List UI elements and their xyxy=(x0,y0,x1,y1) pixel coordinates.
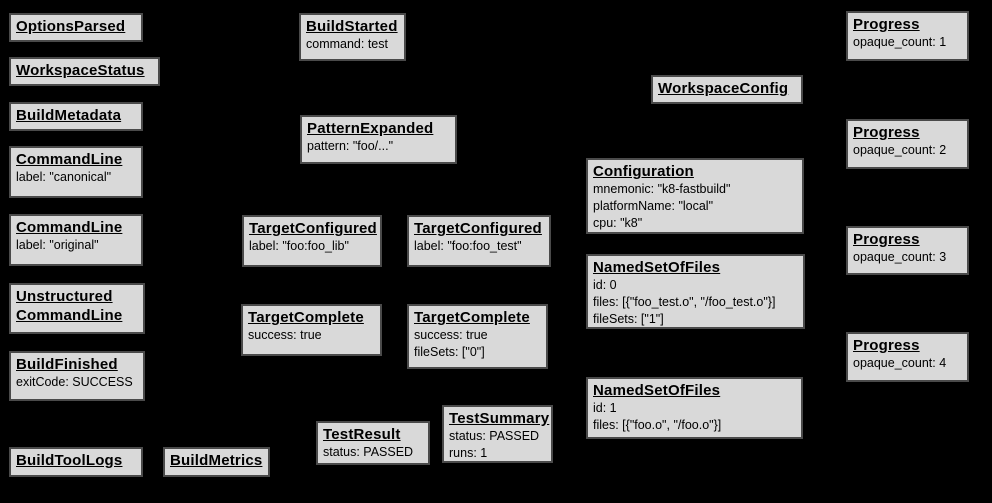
event-box-title: NamedSetOfFiles xyxy=(593,259,721,276)
event-box-field: id: 0 xyxy=(593,278,617,292)
event-box-targetcomplete-2: TargetComplete success: true fileSets: ["… xyxy=(407,304,548,369)
event-box-progress-2: Progress opaque_count: 2 xyxy=(846,119,969,169)
event-box-configuration: Configuration mnemonic: "k8-fastbuild" pl… xyxy=(586,158,804,234)
event-box-field: id: 1 xyxy=(593,401,617,415)
event-box-field: files: [{"foo_test.o", "/foo_test.o"}] xyxy=(593,295,776,309)
event-box-field: files: [{"foo.o", "/foo.o"}] xyxy=(593,418,722,432)
event-box-title: WorkspaceStatus xyxy=(16,62,145,79)
event-box-testsummary: TestSummary status: PASSED runs: 1 xyxy=(442,405,553,463)
event-box-title: BuildToolLogs xyxy=(16,452,123,469)
event-box-field: fileSets: ["0"] xyxy=(414,345,485,359)
event-box-testresult: TestResult status: PASSED xyxy=(316,421,430,465)
event-box-title: Progress xyxy=(853,231,920,248)
event-box-field: label: "foo:foo_test" xyxy=(414,239,522,253)
event-box-workspaceconfig: WorkspaceConfig xyxy=(651,75,803,104)
event-box-field: label: "canonical" xyxy=(16,170,112,184)
event-box-field: command: test xyxy=(306,37,388,51)
event-box-field: opaque_count: 1 xyxy=(853,35,947,49)
event-box-optionsparsed: OptionsParsed xyxy=(9,13,143,42)
event-box-field: fileSets: ["1"] xyxy=(593,312,664,326)
event-box-field: opaque_count: 4 xyxy=(853,356,947,370)
event-box-field: platformName: "local" xyxy=(593,199,714,213)
event-box-title: TargetConfigured xyxy=(414,220,542,237)
event-box-title: Progress xyxy=(853,337,920,354)
event-box-title: PatternExpanded xyxy=(307,120,434,137)
event-box-title: TargetComplete xyxy=(248,309,364,326)
event-box-commandline: CommandLine label: "canonical" xyxy=(9,146,143,198)
event-box-namedsetoffiles-2: NamedSetOfFiles id: 1 files: [{"foo.o", "… xyxy=(586,377,803,439)
event-box-title: Progress xyxy=(853,124,920,141)
event-box-title: CommandLine xyxy=(16,219,123,236)
event-box-title: TestSummary xyxy=(449,410,550,427)
event-box-targetconfigured-2: TargetConfigured label: "foo:foo_test" xyxy=(407,215,551,267)
event-box-field: status: PASSED xyxy=(323,445,414,459)
event-box-field: label: "foo:foo_lib" xyxy=(249,239,349,253)
event-box-workspacestatus: WorkspaceStatus xyxy=(9,57,160,86)
event-box-title: BuildMetrics xyxy=(170,452,263,469)
event-box-field: mnemonic: "k8-fastbuild" xyxy=(593,182,731,196)
event-box-title: BuildFinished xyxy=(16,356,118,373)
event-box-targetcomplete: TargetComplete success: true xyxy=(241,304,382,356)
event-box-title: BuildMetadata xyxy=(16,107,122,124)
event-box-title: Progress xyxy=(853,16,920,33)
event-box-field: pattern: "foo/..." xyxy=(307,139,394,153)
event-box-field: status: PASSED xyxy=(449,429,540,443)
event-box-title: BuildStarted xyxy=(306,18,398,35)
event-box-progress-4: Progress opaque_count: 4 xyxy=(846,332,969,382)
event-box-title: Configuration xyxy=(593,163,694,180)
event-box-field: success: true xyxy=(248,328,322,342)
event-box-title: TestResult xyxy=(323,426,401,443)
event-box-progress-3: Progress opaque_count: 3 xyxy=(846,226,969,275)
event-box-field: success: true xyxy=(414,328,488,342)
event-box-buildstarted: BuildStarted command: test xyxy=(299,13,406,61)
event-box-buildmetrics: BuildMetrics xyxy=(163,447,270,477)
event-box-title: Unstructured CommandLine xyxy=(16,288,123,324)
event-box-field: opaque_count: 3 xyxy=(853,250,947,264)
event-box-title: WorkspaceConfig xyxy=(658,80,789,97)
event-box-buildmetadata: BuildMetadata xyxy=(9,102,143,131)
event-box-unstructured-commandline: Unstructured CommandLine xyxy=(9,283,145,334)
event-box-commandline-2: CommandLine label: "original" xyxy=(9,214,143,266)
event-box-namedsetoffiles: NamedSetOfFiles id: 0 files: [{"foo_test.… xyxy=(586,254,805,329)
event-box-field: label: "original" xyxy=(16,238,99,252)
event-box-patternexpanded: PatternExpanded pattern: "foo/..." xyxy=(300,115,457,164)
event-box-field: runs: 1 xyxy=(449,446,488,460)
event-box-buildfinished: BuildFinished exitCode: SUCCESS xyxy=(9,351,145,401)
event-box-field: exitCode: SUCCESS xyxy=(16,375,133,389)
event-box-buildtoollogs: BuildToolLogs xyxy=(9,447,143,477)
event-box-targetconfigured: TargetConfigured label: "foo:foo_lib" xyxy=(242,215,382,267)
event-box-progress: Progress opaque_count: 1 xyxy=(846,11,969,61)
event-box-title: TargetConfigured xyxy=(249,220,377,237)
event-box-title: TargetComplete xyxy=(414,309,530,326)
event-box-title: NamedSetOfFiles xyxy=(593,382,721,399)
event-box-field: cpu: "k8" xyxy=(593,216,643,230)
event-box-title: CommandLine xyxy=(16,151,123,168)
event-box-field: opaque_count: 2 xyxy=(853,143,947,157)
event-box-title: OptionsParsed xyxy=(16,18,126,35)
